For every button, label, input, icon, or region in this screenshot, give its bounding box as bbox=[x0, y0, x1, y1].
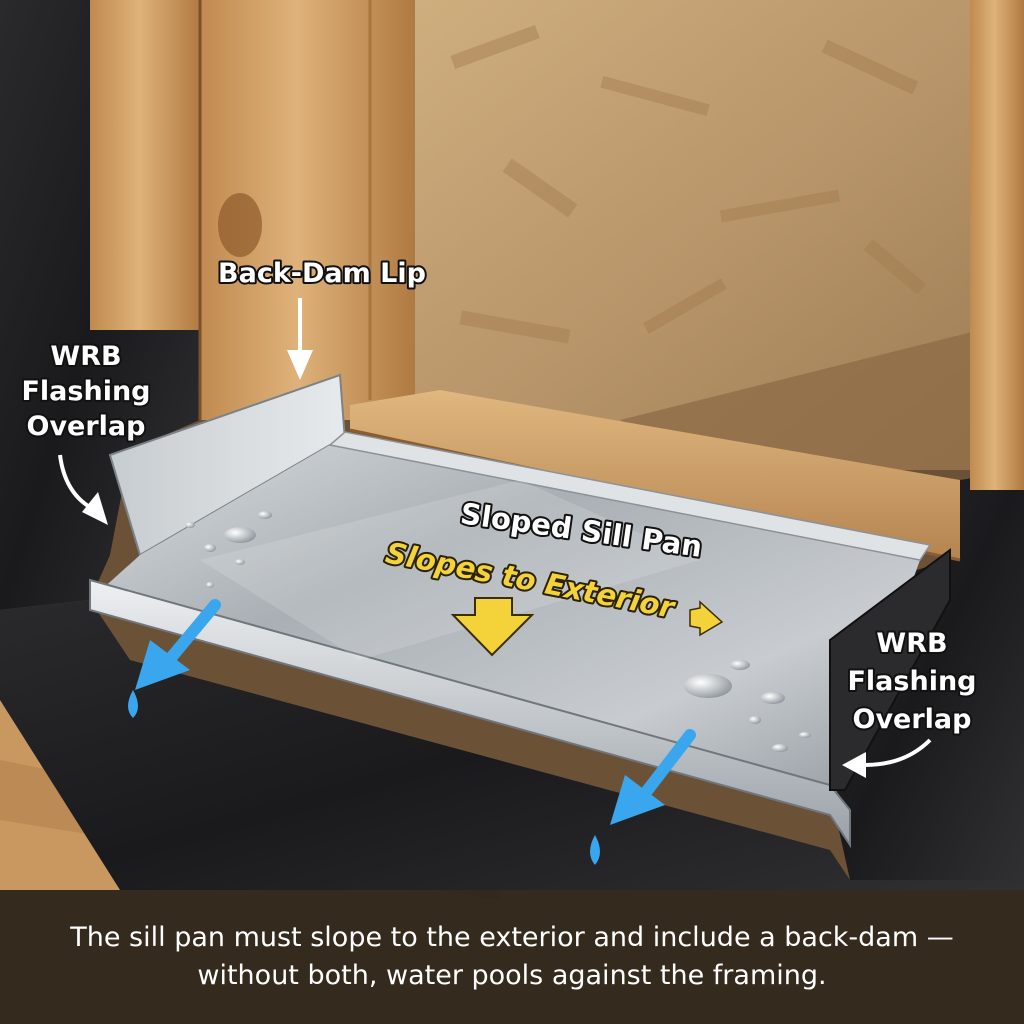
label-back-dam-lip: Back-Dam Lip bbox=[218, 258, 426, 289]
wrb-left bbox=[0, 0, 200, 610]
osb-texture bbox=[450, 25, 927, 344]
wrb-under-pan bbox=[0, 600, 1024, 890]
label-wrb-left: WRB Flashing Overlap bbox=[19, 339, 152, 444]
water-droplets bbox=[185, 511, 811, 752]
stud-left-outer bbox=[90, 0, 200, 330]
svg-text:WRB: WRB bbox=[876, 628, 947, 659]
caption-bar: The sill pan must slope to the exterior … bbox=[0, 890, 1024, 1024]
wrb-right-pointer-arrow bbox=[842, 738, 932, 778]
caption-line-1: The sill pan must slope to the exterior … bbox=[70, 922, 954, 953]
svg-text:Flashing: Flashing bbox=[21, 376, 150, 407]
svg-text:WRB: WRB bbox=[50, 341, 121, 372]
slope-right-arrow bbox=[689, 600, 724, 637]
wrb-right bbox=[830, 470, 1024, 880]
svg-text:Overlap: Overlap bbox=[27, 411, 146, 442]
wood-sill bbox=[350, 390, 960, 560]
svg-text:Flashing: Flashing bbox=[847, 666, 976, 697]
wrb-left-pointer-arrow bbox=[58, 454, 108, 525]
back-dam-pointer-arrow bbox=[287, 298, 313, 380]
water-flow-arrow-right bbox=[590, 729, 696, 865]
water-flow-arrow-left bbox=[128, 599, 221, 718]
caption-line-2: without both, water pools against the fr… bbox=[197, 960, 827, 991]
stud-right bbox=[970, 0, 1024, 490]
slope-down-arrow bbox=[450, 597, 535, 657]
svg-text:Overlap: Overlap bbox=[853, 704, 972, 735]
pan-right-end bbox=[829, 548, 951, 791]
label-wrb-right: WRB Flashing Overlap bbox=[845, 626, 978, 737]
